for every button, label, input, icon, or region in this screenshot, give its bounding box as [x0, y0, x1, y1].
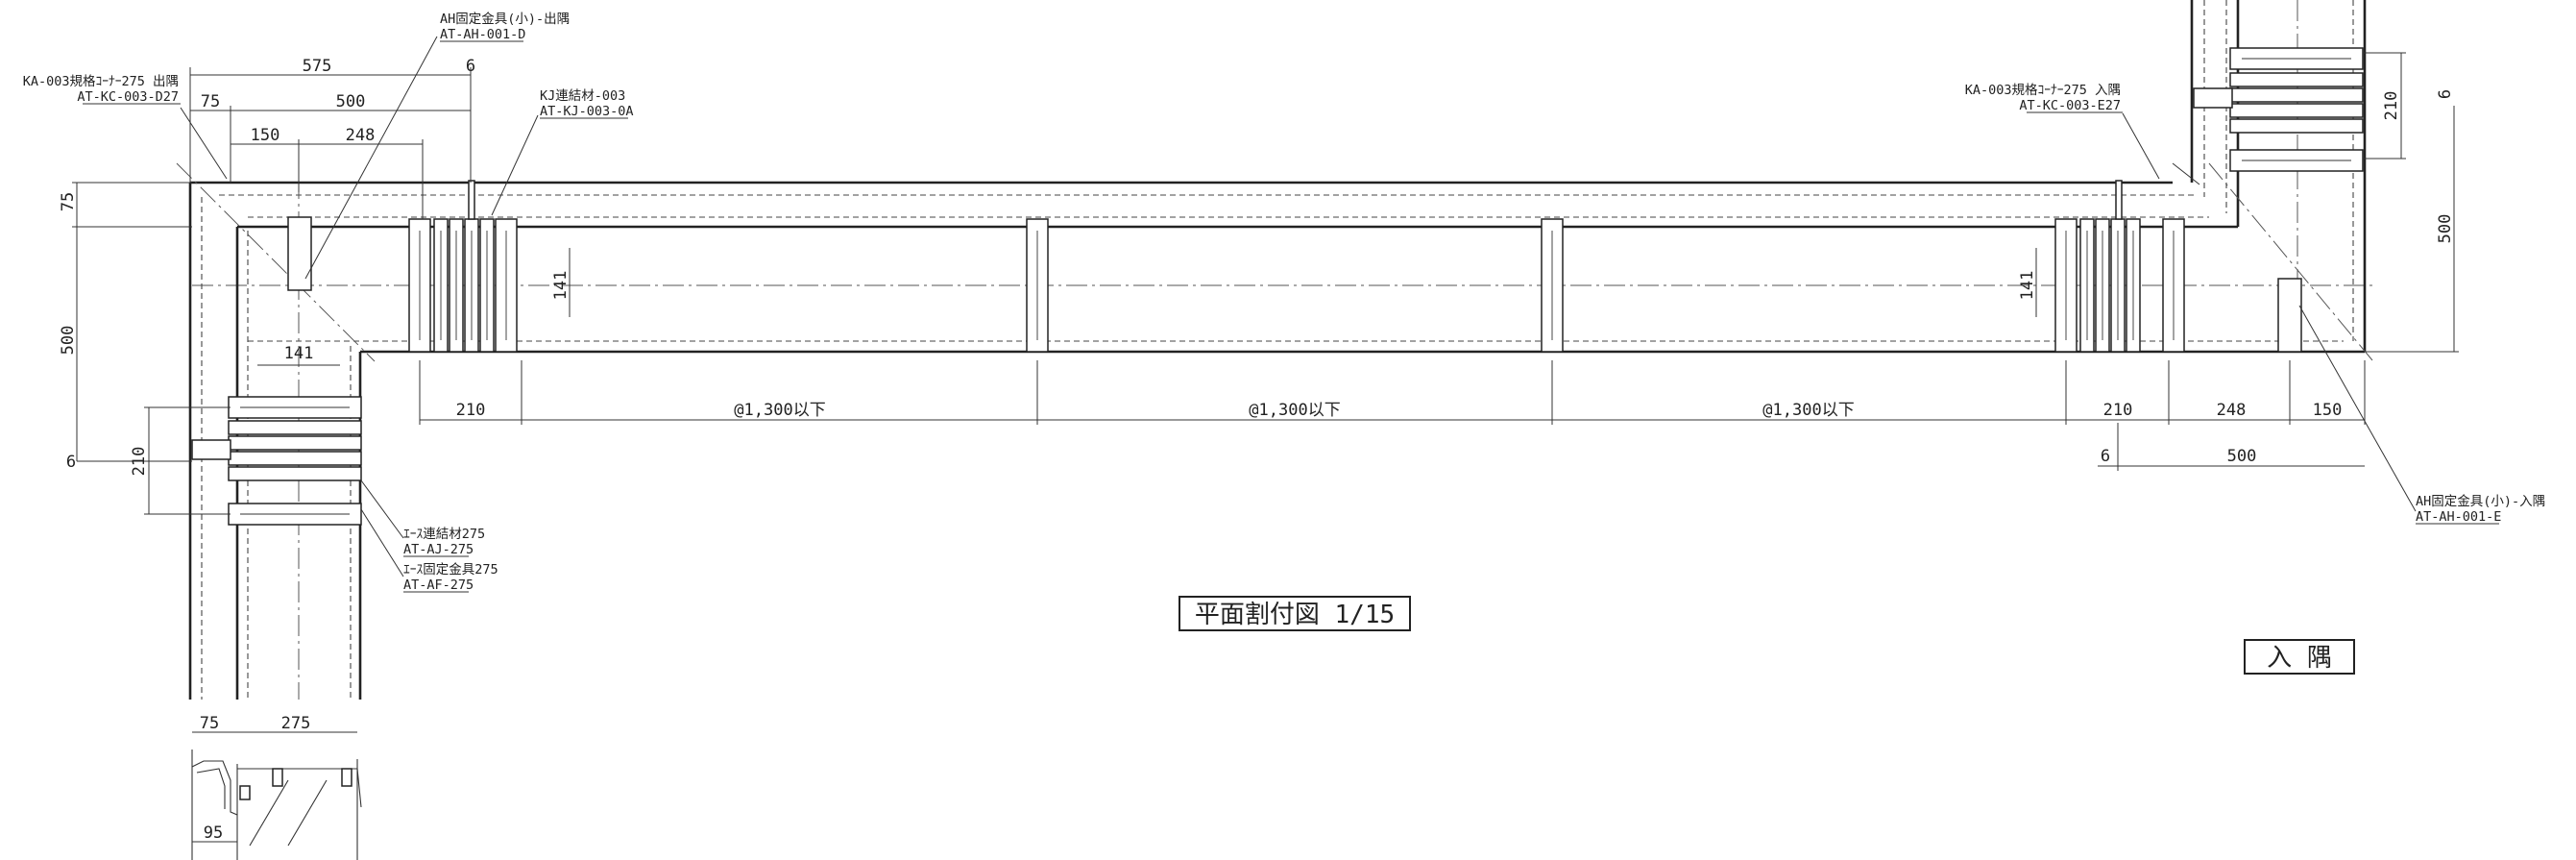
connector-group-right [2054, 180, 2302, 353]
dim-150: 150 [251, 126, 280, 145]
dimension-lines [72, 52, 2459, 843]
part-labels: AH固定金具(小)-出隅 AT-AH-001-D KA-003規格ｺｰﾅｰ275… [23, 12, 2545, 593]
dim-141-mid-right: 141 [2018, 271, 2037, 301]
dim-500-top: 500 [336, 92, 366, 111]
label-ah-out-name: AH固定金具(小)-出隅 [440, 12, 570, 27]
dim-6-right: 6 [2436, 89, 2455, 99]
label-kj-name: KJ連結材-003 [540, 88, 625, 104]
right-dimension-texts: 210 6 500 [2382, 89, 2455, 243]
corner-label: 入 隅 [2267, 644, 2332, 673]
dim-6-bottom: 6 [2101, 447, 2110, 466]
label-ah-in-code: AT-AH-001-E [2416, 509, 2501, 525]
dim-6-left: 6 [66, 453, 76, 472]
dim-275-section: 275 [281, 714, 311, 733]
label-kj-code: AT-KJ-003-0A [540, 104, 634, 119]
dim-75-top: 75 [201, 92, 220, 111]
dim-210-left: 210 [130, 447, 149, 477]
left-dimension-texts: 575 6 75 500 150 248 75 500 141 6 210 [59, 57, 475, 476]
dim-95-section: 95 [204, 823, 223, 843]
dim-141-left: 141 [284, 344, 314, 363]
dim-210-right-span: 210 [2103, 401, 2133, 420]
main-wall [190, 181, 2372, 354]
dim-141-mid-left: 141 [551, 271, 571, 301]
dim-pitch-3: @1,300以下 [1762, 401, 1854, 420]
section-dimension-texts: 75 275 95 [200, 714, 311, 843]
drawing-title: 平面割付図 1/15 [1195, 601, 1395, 629]
label-ka-in-code: AT-KC-003-E27 [2019, 98, 2121, 113]
label-ka-out-code: AT-KC-003-D27 [77, 89, 179, 105]
leader-lines [180, 36, 2417, 577]
dim-75-section: 75 [200, 714, 219, 733]
dim-pitch-2: @1,300以下 [1249, 401, 1340, 420]
dim-500-vert: 500 [59, 326, 78, 356]
dim-pitch-1: @1,300以下 [734, 401, 825, 420]
dim-210-right-vert: 210 [2382, 91, 2401, 121]
label-ace-joint-code: AT-AJ-275 [403, 542, 474, 557]
center-dimension-texts: 141 141 210 @1,300以下 @1,300以下 @1,300以下 2… [456, 271, 2343, 466]
label-ace-fix-name: ｴｰｽ固定金具275 [403, 562, 498, 577]
dim-150-right: 150 [2313, 401, 2343, 420]
label-ka-out-name: KA-003規格ｺｰﾅｰ275 出隅 [23, 74, 179, 89]
drawing-title-box: 平面割付図 1/15 [1179, 596, 1411, 631]
label-ace-joint-name: ｴｰｽ連結材275 [403, 527, 485, 542]
connector-group-left [287, 180, 518, 353]
profile-section [191, 749, 362, 860]
label-ah-in-name: AH固定金具(小)-入隅 [2416, 494, 2545, 509]
dim-75-vert: 75 [59, 192, 78, 211]
dim-6-top: 6 [466, 57, 475, 76]
left-wall-connector [191, 396, 362, 526]
label-ka-in-name: KA-003規格ｺｰﾅｰ275 入隅 [1965, 83, 2121, 98]
dim-248-right: 248 [2217, 401, 2247, 420]
dim-500-right-vert: 500 [2436, 214, 2455, 244]
corner-miters [176, 162, 2373, 362]
dim-575: 575 [303, 57, 332, 76]
fixing-blocks-mid [1026, 218, 1564, 353]
label-ace-fix-code: AT-AF-275 [403, 577, 474, 593]
corner-label-box: 入 隅 [2244, 639, 2355, 675]
dim-248: 248 [346, 126, 376, 145]
label-ah-out-code: AT-AH-001-D [440, 27, 525, 42]
dim-210-left-span: 210 [456, 401, 486, 420]
dim-500-bottom: 500 [2227, 447, 2257, 466]
right-wall-connector [2193, 47, 2364, 172]
